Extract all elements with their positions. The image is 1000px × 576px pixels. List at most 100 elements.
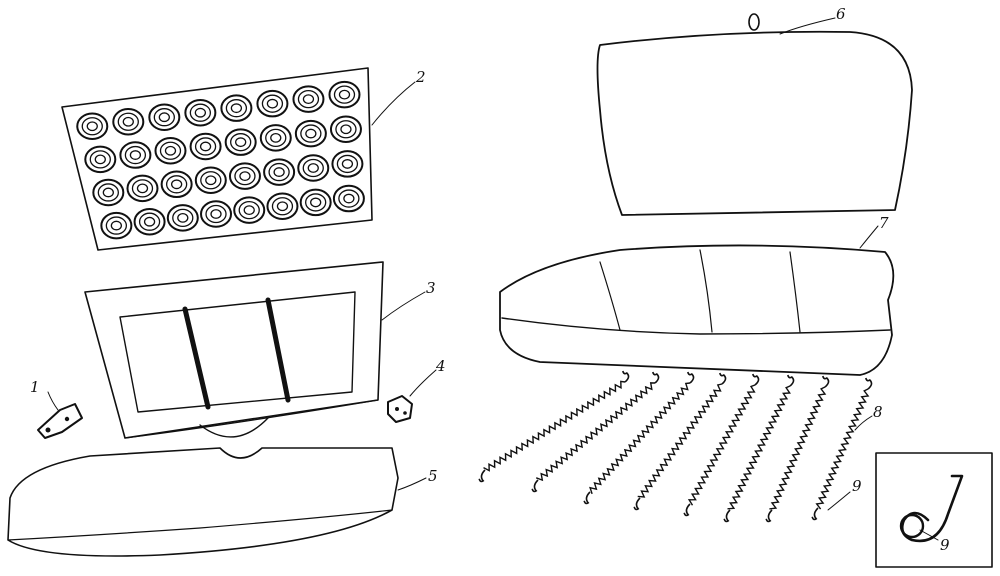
coil-spring — [307, 163, 319, 173]
coil-spring — [117, 112, 139, 131]
coil-spring — [263, 158, 296, 186]
seat-cushion — [499, 244, 895, 376]
coil-spring — [220, 94, 253, 122]
coil-spring — [165, 175, 188, 194]
coil-spring — [94, 154, 106, 165]
coil-spring — [343, 193, 355, 204]
coil-spring — [299, 188, 332, 217]
coil-spring — [266, 192, 299, 221]
coil-spring — [292, 85, 325, 113]
coil-spring — [305, 128, 317, 139]
callout-9-inset: 9 — [940, 536, 950, 554]
callout-5: 5 — [428, 467, 438, 485]
coil-spring — [297, 154, 330, 182]
tension-spring — [815, 388, 870, 510]
coil-spring — [158, 112, 170, 123]
coil-spring — [239, 171, 251, 182]
coil-spring — [126, 174, 159, 203]
coil-spring — [81, 117, 103, 136]
tension-spring — [727, 385, 791, 510]
coil-spring — [154, 137, 187, 165]
wooden-seat-frame — [84, 261, 384, 439]
spring-hook — [719, 372, 727, 385]
coil-spring — [265, 128, 287, 148]
tension-spring — [687, 384, 756, 506]
coil-spring — [153, 108, 175, 127]
coil-spring — [76, 112, 109, 140]
coil-spring — [270, 132, 282, 143]
coil-spring — [329, 115, 362, 144]
coil-spring — [136, 183, 149, 194]
coil-spring — [276, 201, 289, 212]
coil-spring — [86, 121, 98, 132]
coil-spring — [84, 145, 117, 174]
tension-spring — [637, 383, 723, 498]
coil-spring — [228, 162, 261, 190]
coil-spring — [194, 137, 217, 156]
coil-spring — [143, 216, 156, 227]
coil-spring — [261, 94, 284, 113]
coil-spring — [259, 124, 292, 152]
coil-spring — [166, 204, 199, 232]
coil-spring — [172, 208, 194, 228]
coil-spring — [268, 162, 290, 182]
coil-spring — [225, 99, 248, 118]
coil-spring — [234, 166, 256, 186]
coil-spring — [338, 189, 360, 208]
coil-spring — [310, 197, 322, 208]
callout-3: 3 — [426, 279, 436, 297]
coil-spring — [338, 89, 351, 100]
coil-spring — [328, 80, 361, 109]
coil-spring — [333, 85, 356, 104]
coil-spring — [124, 145, 147, 165]
spring-hook — [787, 374, 795, 387]
coil-spring — [170, 179, 183, 190]
coil-spring — [102, 187, 114, 198]
tension-spring — [483, 380, 626, 472]
coil-spring — [256, 89, 289, 118]
coil-spring — [243, 205, 255, 216]
left-bracket — [37, 403, 83, 439]
coil-spring — [189, 132, 222, 161]
spring-grid-panel — [61, 67, 373, 251]
tension-spring — [535, 382, 656, 482]
coil-spring — [164, 145, 177, 156]
coil-spring — [148, 103, 181, 131]
spring-hook — [822, 375, 830, 388]
spring-hook — [478, 469, 486, 483]
coil-spring — [205, 175, 217, 186]
coil-spring — [189, 103, 212, 122]
coil-spring — [200, 200, 233, 228]
coil-spring — [224, 128, 257, 156]
coil-spring — [233, 196, 266, 224]
tension-springs — [478, 370, 873, 523]
callout-9: 9 — [852, 477, 862, 495]
spring-hook — [811, 507, 819, 521]
spring-hook — [531, 479, 539, 493]
coil-spring — [177, 212, 189, 223]
coil-spring — [336, 154, 359, 174]
coil-spring — [92, 178, 125, 207]
coil-spring — [230, 103, 243, 114]
coil-spring — [129, 150, 142, 160]
coil-spring — [294, 119, 327, 148]
callout-6: 6 — [836, 5, 846, 23]
hook-detail-inset — [875, 452, 993, 568]
tension-spring — [589, 382, 691, 495]
coil-spring — [160, 170, 193, 199]
callout-7: 7 — [879, 214, 889, 232]
callout-8: 8 — [873, 403, 883, 421]
spring-pad-block — [7, 447, 399, 557]
spring-hook — [622, 370, 630, 383]
coil-spring — [110, 220, 123, 231]
coil-spring — [297, 89, 320, 109]
spring-hook — [633, 497, 641, 511]
coil-spring — [97, 183, 119, 202]
coil-spring — [133, 207, 166, 236]
coil-spring — [331, 150, 364, 178]
coil-spring — [332, 184, 365, 213]
coil-spring — [138, 212, 161, 231]
callout-4: 4 — [435, 357, 446, 375]
